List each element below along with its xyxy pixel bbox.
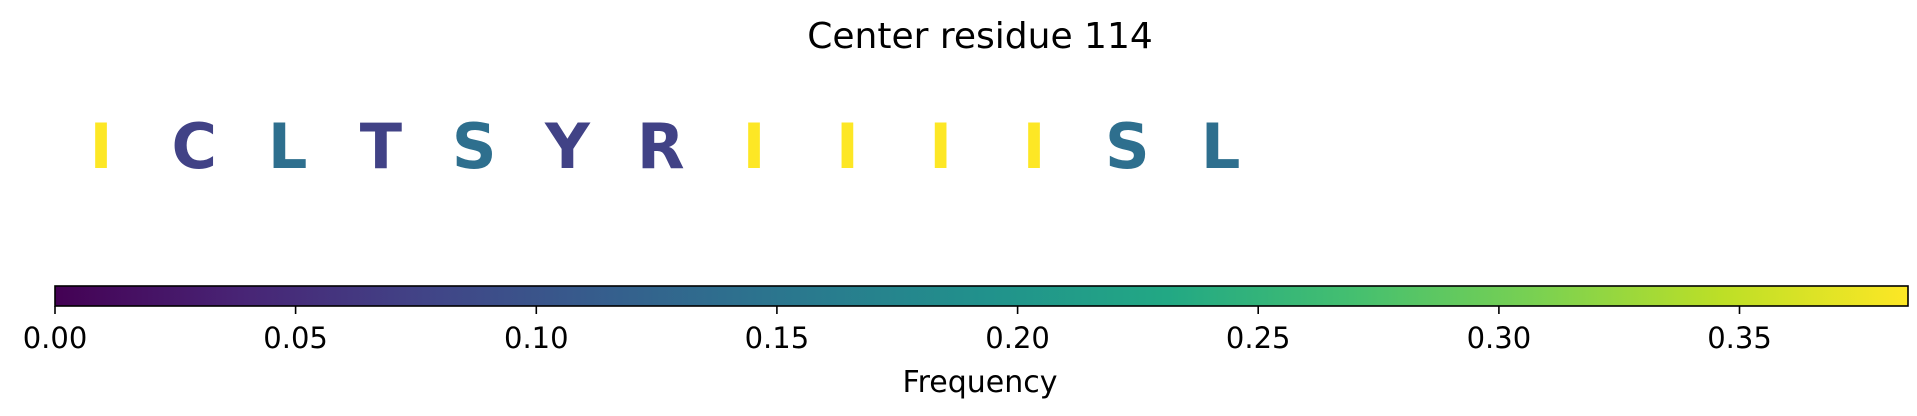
residue-letter: I — [836, 110, 859, 183]
residue-letter: S — [1105, 110, 1150, 183]
residue-letter: L — [1201, 110, 1241, 183]
residue-letter: I — [1022, 110, 1045, 183]
residue-letter: I — [89, 110, 112, 183]
colorbar-tick-label: 0.25 — [1226, 321, 1291, 355]
residue-letter: I — [929, 110, 952, 183]
colorbar-tick-label: 0.20 — [985, 321, 1050, 355]
colorbar-tick-label: 0.00 — [23, 321, 88, 355]
residue-letter: T — [360, 110, 402, 183]
residue-letter: I — [743, 110, 766, 183]
colorbar: 0.00 0.05 0.10 0.15 0.20 0.25 0.30 0.35 Frequen… — [23, 285, 1909, 400]
colorbar-tick-label: 0.35 — [1707, 321, 1772, 355]
colorbar-label: Frequency — [903, 365, 1058, 400]
residue-letter: Y — [544, 110, 591, 183]
colorbar-tick-label: 0.10 — [504, 321, 569, 355]
colorbar-tick-label: 0.15 — [745, 321, 810, 355]
residue-letter: C — [172, 110, 218, 183]
residue-letter: S — [452, 110, 497, 183]
chart-title: Center residue 114 — [807, 16, 1153, 57]
colorbar-gradient — [54, 285, 1909, 307]
colorbar-ticks: 0.00 0.05 0.10 0.15 0.20 0.25 0.30 0.35 — [23, 306, 1772, 355]
colorbar-tick-label: 0.05 — [263, 321, 328, 355]
colorbar-tick-label: 0.30 — [1467, 321, 1532, 355]
residue-letter: R — [637, 110, 685, 183]
residue-letter: L — [268, 110, 308, 183]
